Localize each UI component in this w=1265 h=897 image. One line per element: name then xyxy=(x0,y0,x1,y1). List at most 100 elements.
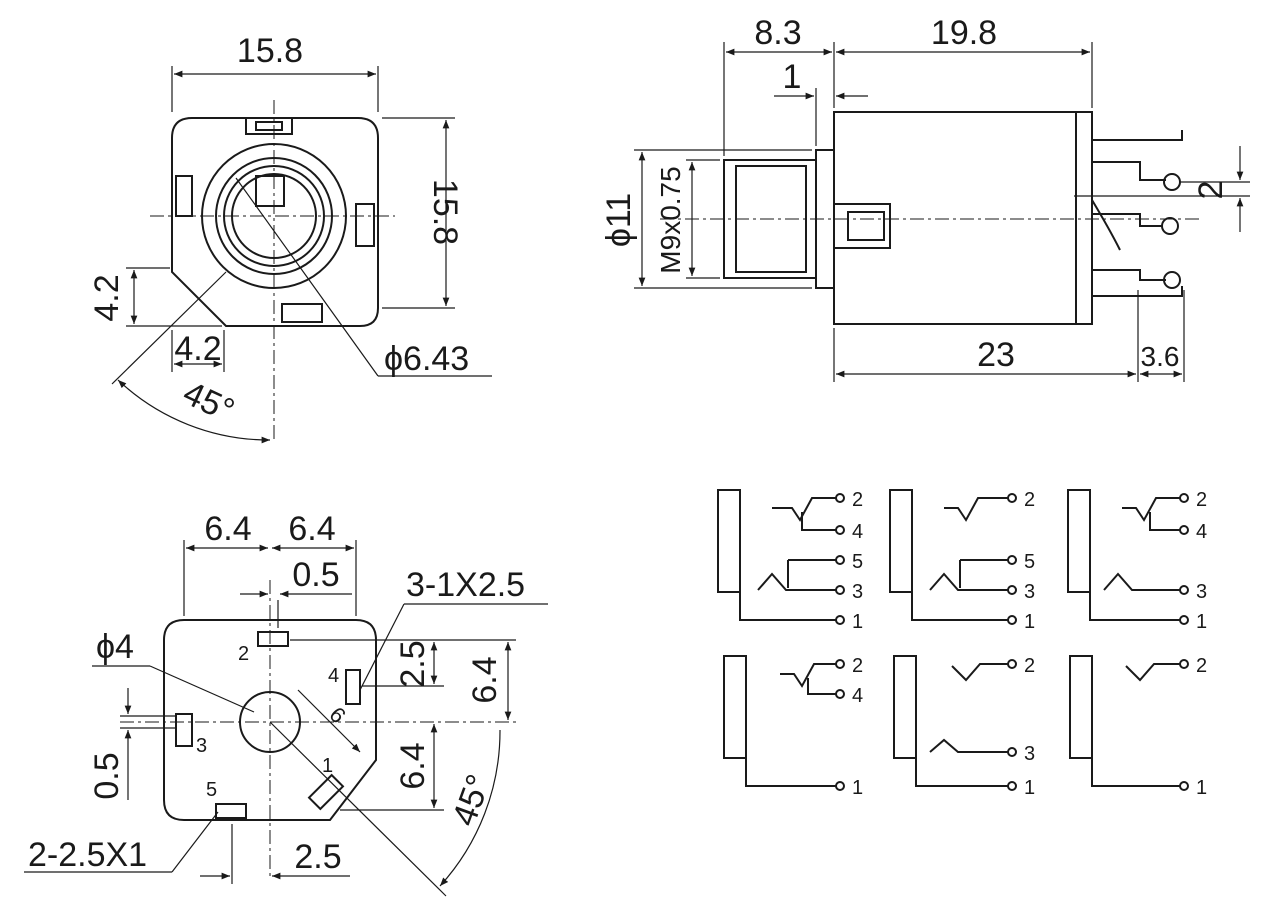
schematic-5-pin1-dot xyxy=(1007,781,1017,791)
schematic-6-label-2: 2 xyxy=(1196,655,1207,677)
bore-label: ϕ6.43 xyxy=(384,340,469,378)
side-pitch-label: 2 xyxy=(1192,181,1230,200)
schematic-1-pin1-line xyxy=(739,592,836,621)
schematic-1-sleeve xyxy=(717,489,741,593)
schematic-4-pin2-dot xyxy=(835,659,845,669)
schematic-4-pin1-line xyxy=(745,758,836,787)
schematic-3-label-3: 3 xyxy=(1196,581,1207,603)
side-pin-2 xyxy=(1092,161,1166,181)
front-tab-top-inner xyxy=(255,121,283,131)
schematic-2-pin2-dot xyxy=(1007,493,1017,503)
schematic-1-pin1-dot xyxy=(835,615,845,625)
schematic-4-label-1: 1 xyxy=(852,777,863,799)
schematic-4-pin1-dot xyxy=(835,781,845,791)
schematic-3: 2 4 3 1 xyxy=(1067,489,1207,633)
schematic-5-label-2: 2 xyxy=(1024,655,1035,677)
schematic-1-pin5-dot xyxy=(835,555,845,565)
front-ring-3 xyxy=(223,165,325,267)
schematic-3-label-2: 2 xyxy=(1196,489,1207,511)
front-angle-label: 45° xyxy=(177,374,240,430)
front-angle-arc xyxy=(117,379,271,444)
schematic-3-pin3-dot xyxy=(1179,585,1189,595)
front-tab-bottom xyxy=(281,303,323,323)
schematic-1-pin4-line xyxy=(801,512,836,531)
schematic-1-pin3-dot xyxy=(835,585,845,595)
pcb-pin-5: 5 xyxy=(206,779,217,801)
schematic-6: 2 1 xyxy=(1069,655,1207,799)
pcb-offset-label: 0.5 xyxy=(292,556,339,594)
schematic-4-pin4-dot xyxy=(835,689,845,699)
schematic-3-pin3-line xyxy=(1103,572,1180,591)
pcb-slot-5 xyxy=(215,803,247,819)
schematic-5-pin2-line xyxy=(951,663,1008,682)
front-body-outline xyxy=(171,117,379,327)
pcb-angle-label: 45° xyxy=(445,770,498,831)
schematic-5-pin3-line xyxy=(929,738,1008,753)
pcb-center-hole xyxy=(239,691,301,753)
pcb-half-right-label: 6.4 xyxy=(288,510,335,548)
side-pin-4-hole xyxy=(1163,271,1181,289)
schematic-3-pin2-dot xyxy=(1179,493,1189,503)
side-body-len-label: 19.8 xyxy=(931,14,997,52)
schematic-2-sleeve xyxy=(889,489,913,593)
side-body xyxy=(833,111,1093,325)
hole-leader xyxy=(149,665,255,713)
schematic-1-label-2: 2 xyxy=(852,489,863,511)
side-stub xyxy=(833,203,891,249)
schematic-5-pin3-dot xyxy=(1007,747,1017,757)
front-tab-right xyxy=(355,203,375,247)
schematic-5-label-1: 1 xyxy=(1024,777,1035,799)
pcb-64-lower-label: 6.4 xyxy=(394,742,432,789)
pcb-pin-1: 1 xyxy=(322,755,333,777)
schematic-4-pin4-line xyxy=(807,678,836,695)
schematic-3-pin1-line xyxy=(1089,592,1180,621)
front-tab-left xyxy=(175,175,193,217)
side-pin-3 xyxy=(1092,213,1162,227)
schematic-6-sleeve xyxy=(1069,655,1093,759)
angle-extension xyxy=(111,271,227,385)
schematic-4-label-2: 2 xyxy=(852,655,863,677)
slot-spec-leader xyxy=(359,603,405,691)
side-diameter-label: ϕ11 xyxy=(600,193,638,247)
schematic-3-pin4-dot xyxy=(1179,525,1189,535)
pcb-radius-dim xyxy=(297,689,361,753)
pcb-angle-line xyxy=(269,721,447,897)
schematic-1-label-1: 1 xyxy=(852,611,863,633)
side-thread-label: M9x0.75 xyxy=(655,166,686,273)
slot-spec-2-label: 2-2.5X1 xyxy=(28,836,147,874)
schematic-2-pin2-line xyxy=(944,497,1008,522)
hole-label: ϕ4 xyxy=(96,628,134,666)
schematic-6-pin1-dot xyxy=(1179,781,1189,791)
side-pin-top xyxy=(1092,130,1183,141)
side-stub-inner xyxy=(847,211,885,241)
schematic-2-label-3: 3 xyxy=(1024,581,1035,603)
slot-spec-label: 3-1X2.5 xyxy=(406,566,525,604)
front-width-label: 15.8 xyxy=(237,32,303,70)
schematic-4-sleeve xyxy=(723,655,747,759)
pcb-slot-1 xyxy=(307,773,345,811)
pcb-half-left-label: 6.4 xyxy=(204,510,251,548)
slot-spec-2-leader xyxy=(171,811,219,873)
schematic-3-sleeve xyxy=(1067,489,1091,593)
schematic-6-pin2-line xyxy=(1125,663,1180,682)
schematic-2-pin1-line xyxy=(911,592,1008,621)
schematic-1-label-5: 5 xyxy=(852,551,863,573)
schematic-3-label-4: 4 xyxy=(1196,521,1207,543)
pcb-pin-4: 4 xyxy=(328,665,339,687)
pcb-outline xyxy=(163,619,377,821)
pcb-angle-arc xyxy=(439,729,501,887)
side-pin-2-hole xyxy=(1163,173,1181,191)
side-base-label: 23 xyxy=(977,336,1015,374)
schematic-5-label-3: 3 xyxy=(1024,743,1035,765)
schematic-6-label-1: 1 xyxy=(1196,777,1207,799)
schematic-2-pin1-dot xyxy=(1007,615,1017,625)
pcb-25-right-label: 2.5 xyxy=(394,640,432,687)
schematic-2-pin5-line xyxy=(959,559,1008,588)
side-flange-label: 1 xyxy=(783,58,802,96)
side-spring xyxy=(1091,199,1121,251)
schematic-1: 2 4 5 3 1 xyxy=(717,489,863,633)
pcb-64-upper-label: 6.4 xyxy=(466,656,504,703)
schematic-1-pin5-line xyxy=(787,559,836,588)
schematic-5-sleeve xyxy=(893,655,917,759)
schematic-2-pin5-dot xyxy=(1007,555,1017,565)
